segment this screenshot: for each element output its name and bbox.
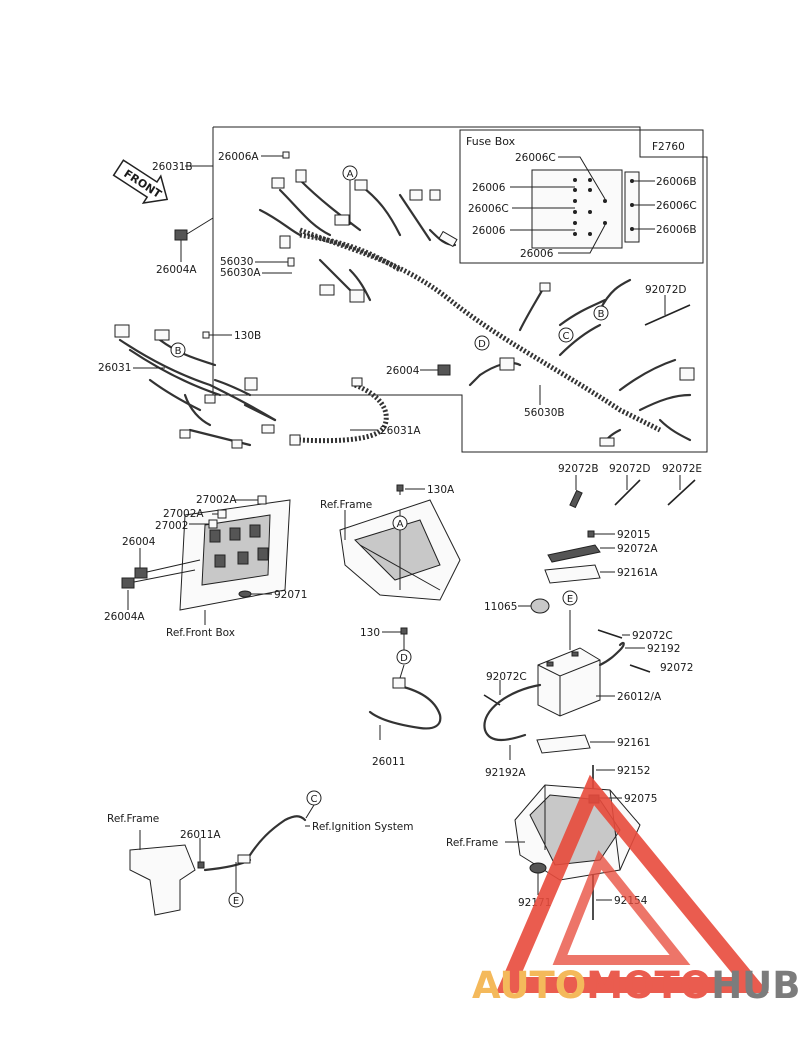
watermark-part-hub: HUB [711, 964, 800, 1007]
svg-text:A: A [347, 169, 354, 180]
harness-26031A: 26031A 26004 56030B [289, 357, 565, 446]
label-92152: 92152 [617, 765, 650, 777]
svg-text:E: E [233, 896, 239, 907]
label-26011A: 26011A [180, 829, 221, 841]
label-26031B: 26031B [152, 161, 193, 173]
svg-text:A: A [397, 519, 404, 530]
label-26006C-3: 26006C [656, 200, 697, 212]
ref-frame-label-1: Ref.Frame [320, 499, 372, 511]
fuse-box-title: Fuse Box [466, 135, 516, 148]
label-92072C-2: 92072C [486, 671, 527, 683]
label-11065: 11065 [484, 601, 517, 613]
label-92192: 92192 [647, 643, 680, 655]
callout-E-bottom: E [228, 892, 244, 908]
diagram-code: F2760 [652, 141, 685, 153]
label-130B: 130B [234, 330, 261, 342]
callout-E-battery: E [562, 590, 578, 606]
label-92072A: 92072A [617, 543, 658, 555]
label-26031A: 26031A [380, 425, 421, 437]
label-26012A: 26012/A [617, 691, 662, 703]
svg-text:C: C [311, 794, 318, 805]
label-92071: 92071 [274, 589, 307, 601]
label-26006C-top: 26006C [515, 152, 556, 164]
label-26006-2: 26006 [472, 225, 506, 237]
label-92072D: 92072D [609, 463, 651, 475]
callout-A-mid: A [392, 515, 408, 531]
callout-D-top: D [474, 335, 490, 351]
main-harness-26031B: 26031B 26006A 26004A 56030 56030A 92072D [152, 151, 695, 447]
callout-C-bottom: C [305, 790, 322, 819]
callout-A-top: A [342, 165, 358, 225]
label-92161: 92161 [617, 737, 650, 749]
watermark-part-auto: AUTO [472, 964, 586, 1007]
label-92072C-1: 92072C [632, 630, 673, 642]
label-27002A-1: 27002A [196, 494, 237, 506]
fuse-box-inset: Fuse Box 26006C 26006 26006C 26006 26006… [459, 129, 704, 264]
watermark-logo: AUTOMOTOHUB [472, 774, 800, 1007]
label-26004A-left: 26004A [104, 611, 145, 623]
label-27002A-2: 27002A [163, 508, 204, 520]
label-26006C-2: 26006C [468, 203, 509, 215]
label-26006B-2: 26006B [656, 224, 697, 236]
svg-text:C: C [563, 331, 570, 342]
label-92072B: 92072B [558, 463, 599, 475]
label-27002: 27002 [155, 520, 188, 532]
front-box-group: 27002A 27002A 27002 26004 26004A 92071 R… [104, 494, 307, 639]
label-92072D-top: 92072D [645, 284, 687, 296]
svg-text:E: E [567, 594, 573, 605]
label-26004-mid: 26004 [386, 365, 420, 377]
svg-text:D: D [400, 653, 408, 664]
watermark-part-moto: MOTO [586, 964, 711, 1007]
label-92072: 92072 [660, 662, 693, 674]
label-130: 130 [360, 627, 380, 639]
label-26006-3: 26006 [520, 248, 554, 260]
callout-C-top: C [558, 327, 574, 343]
main-harness-group: F2760 [212, 126, 708, 453]
callout-D-mid: D [396, 649, 412, 665]
ref-frame-label-2: Ref.Frame [107, 813, 159, 825]
label-92192A: 92192A [485, 767, 526, 779]
ref-ignition-system: Ref.Ignition System [312, 821, 414, 833]
label-92075: 92075 [624, 793, 657, 805]
label-130A: 130A [427, 484, 455, 496]
ref-frame-bottom-left: Ref.Frame 26011A Ref.Ignition System [107, 813, 414, 916]
label-56030A: 56030A [220, 267, 261, 279]
label-56030: 56030 [220, 256, 253, 268]
label-92015: 92015 [617, 529, 650, 541]
svg-text:D: D [478, 339, 486, 350]
ref-frame-label-3: Ref.Frame [446, 837, 498, 849]
label-92161A: 92161A [617, 567, 658, 579]
label-26006B-1: 26006B [656, 176, 697, 188]
label-26011: 26011 [372, 756, 405, 768]
ref-frame-center: Ref.Frame 130A [320, 484, 461, 601]
cable-26011: 130 26011 [360, 627, 442, 768]
svg-text:B: B [175, 346, 182, 357]
label-56030B: 56030B [524, 407, 565, 419]
svg-text:B: B [598, 309, 605, 320]
label-26004-left: 26004 [122, 536, 156, 548]
battery-group: 92015 92072A 92161A 11065 26012/A 92072C… [483, 529, 693, 800]
svg-text:AUTOMOTOHUB: AUTOMOTOHUB [472, 964, 800, 1007]
label-26004A-top: 26004A [156, 264, 197, 276]
label-26006-1: 26006 [472, 182, 506, 194]
fuse-slots [573, 178, 607, 236]
bands-92072: 92072B 92072D 92072E [558, 463, 702, 509]
label-26006A: 26006A [218, 151, 259, 163]
ref-front-box: Ref.Front Box [166, 627, 235, 639]
label-26031: 26031 [98, 362, 131, 374]
label-92072E: 92072E [662, 463, 702, 475]
callout-B-top: B [593, 305, 609, 321]
callout-B-left: B [170, 342, 186, 358]
harness-26031: 130B 26031 [98, 324, 277, 449]
